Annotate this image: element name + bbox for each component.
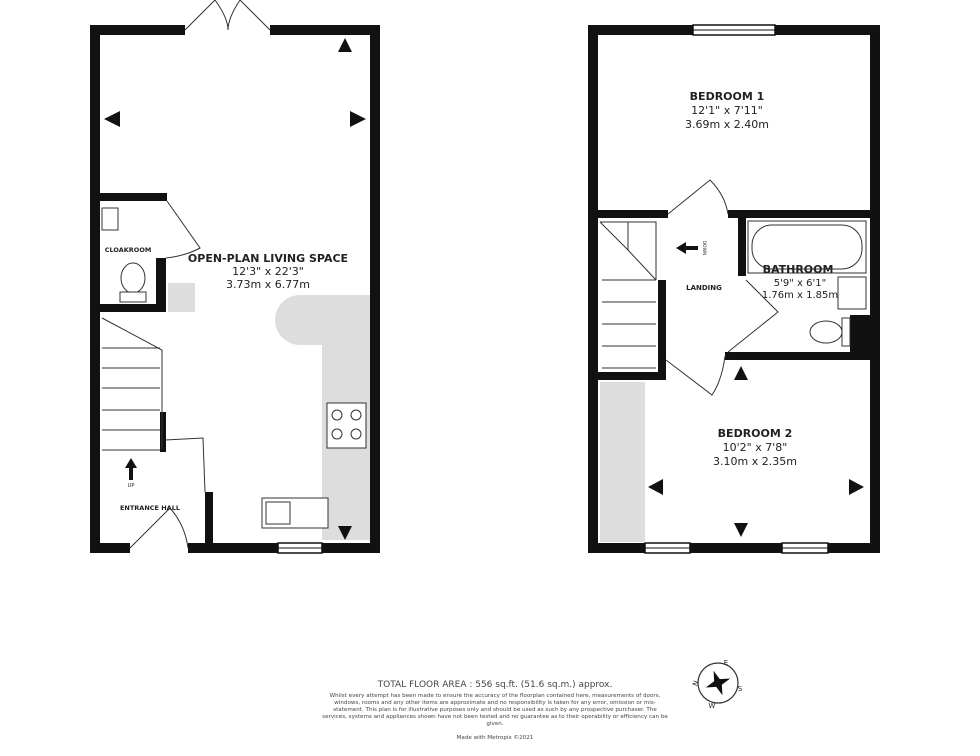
stair-wall <box>160 412 166 452</box>
ground-labels: OPEN-PLAN LIVING SPACE 12'3" x 22'3" 3.7… <box>105 246 348 512</box>
room-name: BEDROOM 2 <box>718 427 793 440</box>
staircase <box>101 317 163 451</box>
compass-n: N <box>691 680 700 688</box>
stair-wall <box>658 280 666 380</box>
bathroom-wall-stub <box>850 315 870 352</box>
bedroom2-grey <box>600 382 645 542</box>
room-name: OPEN-PLAN LIVING SPACE <box>188 252 348 265</box>
ground-fixtures <box>101 0 370 554</box>
wall-right <box>870 25 880 553</box>
up-arrow-icon <box>125 458 137 480</box>
wall-bottom <box>588 543 880 553</box>
toilet <box>809 320 843 344</box>
down-arrow-icon <box>676 242 698 254</box>
stairs-label: UP <box>128 483 135 489</box>
sink <box>261 497 329 529</box>
arrow-down-icon <box>338 526 352 540</box>
bathroom-door <box>727 279 779 353</box>
entrance-door <box>129 507 189 549</box>
first-labels: BEDROOM 1 12'1" x 7'11" 3.69m x 2.40m BA… <box>685 90 838 468</box>
dimension-arrows <box>104 38 366 540</box>
wall-left <box>90 25 100 553</box>
bathroom-basin <box>837 276 867 310</box>
bedroom2-door <box>665 355 726 396</box>
compass-s: S <box>738 685 743 693</box>
french-doors <box>184 0 271 31</box>
arrow-up-icon <box>734 366 748 380</box>
disclaimer: Whilst every attempt has been made to en… <box>322 693 668 727</box>
bath <box>747 220 867 274</box>
arrow-right-icon <box>849 479 864 495</box>
room-dim-metric: 3.73m x 6.77m <box>226 278 310 291</box>
made-with: Made with Metropix ©2021 <box>456 735 534 741</box>
cloakroom-wall-right <box>156 258 166 312</box>
cloakroom-wall-top <box>100 193 167 201</box>
room-dim-metric: 1.76m x 1.85m <box>762 290 838 301</box>
hall-partition <box>205 492 213 543</box>
room-name: ENTRANCE HALL <box>120 504 180 512</box>
room-name: BEDROOM 1 <box>690 90 765 103</box>
cloakroom-basin <box>101 207 119 231</box>
cloakroom-wall-bottom <box>100 304 166 312</box>
compass-w: W <box>709 702 716 710</box>
toilet <box>120 262 146 294</box>
dimension-arrows <box>648 366 864 537</box>
wall-left <box>588 25 598 553</box>
bathroom-wall-left <box>738 218 746 276</box>
compass-icon: N E S W <box>691 659 742 710</box>
total-floor-area: TOTAL FLOOR AREA : 556 sq.ft. (51.6 sq.m… <box>377 680 613 690</box>
arrow-left-icon <box>104 111 120 127</box>
arrow-right-icon <box>350 111 366 127</box>
room-dim-metric: 3.69m x 2.40m <box>685 118 769 131</box>
room-dim-imperial: 12'1" x 7'11" <box>691 104 763 117</box>
hob <box>326 402 367 449</box>
room-dim-imperial: 5'9" x 6'1" <box>774 278 826 289</box>
room-dim-imperial: 10'2" x 7'8" <box>723 441 788 454</box>
bedroom1-wall-right <box>728 210 870 218</box>
room-dim-imperial: 12'3" x 22'3" <box>232 265 304 278</box>
bedroom1-door <box>667 179 729 215</box>
grey-unit <box>168 283 195 312</box>
first-fixtures <box>599 24 867 554</box>
kitchen-peninsula <box>275 295 370 540</box>
stairs-label: DOWN <box>701 241 707 256</box>
arrow-left-icon <box>648 479 663 495</box>
arrow-down-icon <box>734 523 748 537</box>
arrow-up-icon <box>338 38 352 52</box>
room-name: BATHROOM <box>763 263 834 276</box>
room-name: CLOAKROOM <box>105 246 152 254</box>
wall-bottom-left <box>90 543 130 553</box>
compass-e: E <box>724 659 728 667</box>
landing-wall <box>598 372 666 380</box>
wall-top-left <box>90 25 185 35</box>
cloakroom-door <box>165 200 201 259</box>
bathroom-wall-bottom <box>725 352 870 360</box>
bedroom1-wall-left <box>598 210 668 218</box>
wall-right <box>370 25 380 553</box>
room-dim-metric: 3.10m x 2.35m <box>713 455 797 468</box>
room-name: LANDING <box>686 284 722 292</box>
hall-door <box>164 437 206 493</box>
staircase <box>599 221 657 369</box>
wall-top-right <box>270 25 380 35</box>
